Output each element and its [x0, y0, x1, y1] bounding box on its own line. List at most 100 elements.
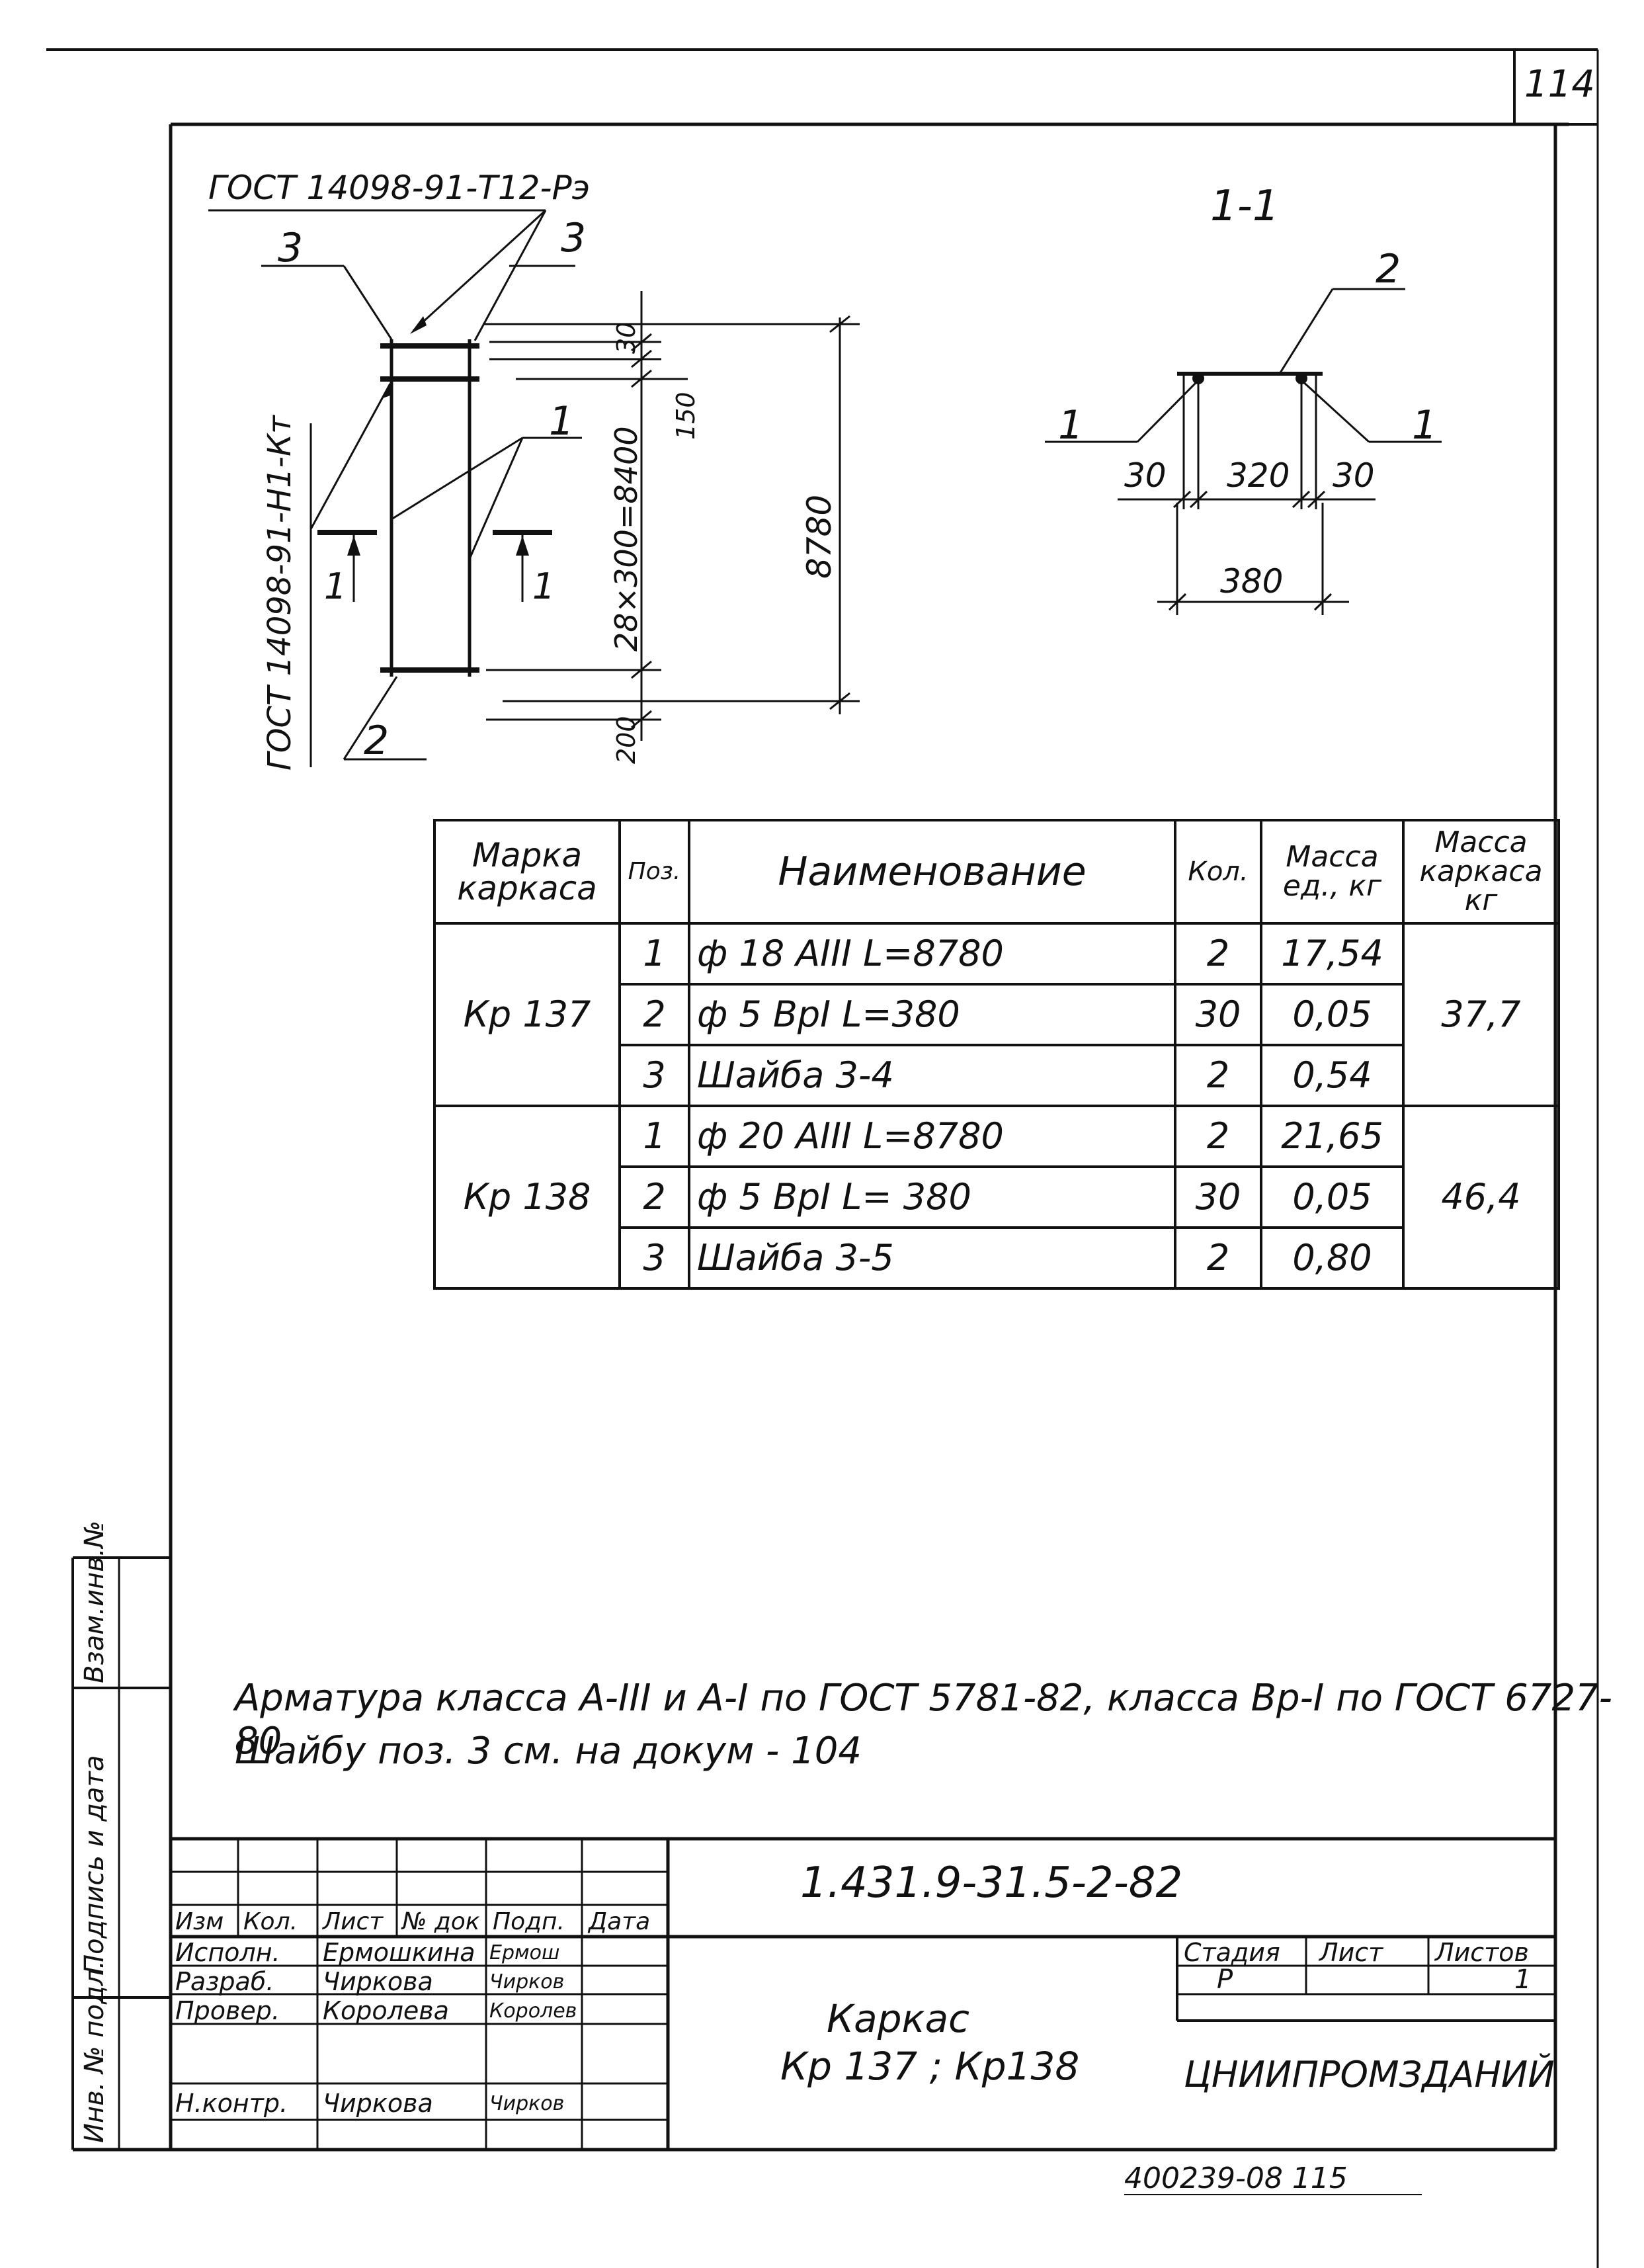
header-unit-mass: Масса ед., кг [1260, 819, 1405, 925]
dim-first-step: 150 [671, 392, 700, 440]
sign-ispoln: Ермош [489, 1941, 560, 1964]
name-cell: ф 5 ВрI L= 380 [688, 1165, 1176, 1229]
table-row: 2 ф 5 ВрI L=380 30 0,05 [434, 983, 1559, 1046]
role-prover: Провер. [175, 1996, 280, 2025]
frame-mark-138: Кр 138 [433, 1105, 621, 1290]
table-header-row: Марка каркаса Поз. Наименование Кол. Мас… [433, 819, 1560, 925]
frame-mass-137: 37,7 [1402, 922, 1560, 1107]
section-dim-right: 30 [1333, 456, 1375, 495]
qty-cell: 2 [1174, 922, 1262, 986]
margin-inv-orig-label: Инв. № подл. [79, 1960, 110, 2143]
sign-razrab: Чирков [489, 1970, 565, 1994]
unit-mass-cell: 0,05 [1260, 1165, 1405, 1229]
header-pos: Поз. [618, 819, 690, 925]
pos-cell: 3 [618, 1226, 690, 1290]
callout-3-right: 3 [561, 215, 587, 261]
page-number: 114 [1524, 63, 1595, 106]
section-callout-1-left: 1 [1058, 402, 1084, 448]
pos-cell: 2 [618, 1165, 690, 1229]
margin-replace-label: Взам.инв.№ [79, 1520, 110, 1683]
name-cell: Шайба 3-4 [688, 1044, 1176, 1107]
name-ispoln: Ермошкина [323, 1938, 475, 1967]
tb-col-list: Лист [323, 1908, 384, 1935]
table-row: Кр 137 1 ф 18 АIII L=8780 2 17,54 37,7 [433, 922, 1560, 1107]
section-dim-middle: 320 [1227, 456, 1290, 495]
section-1-1 [1045, 288, 1442, 615]
header-mark: Марка каркаса [433, 819, 621, 925]
section-dim-overall: 380 [1220, 562, 1284, 601]
qty-cell: 30 [1174, 1165, 1262, 1229]
name-nkontr: Чиркова [323, 2089, 433, 2118]
header-name: Наименование [688, 819, 1176, 925]
callout-1-elevation: 1 [549, 398, 575, 444]
tb-col-ndok: № док [402, 1908, 480, 1935]
bottom-stamp: 400239-08 115 [1124, 2162, 1348, 2195]
name-cell: ф 5 ВрI L=380 [688, 983, 1176, 1046]
qty-cell: 2 [1174, 1226, 1262, 1290]
doc-name-line-1: Каркас [827, 1996, 969, 2041]
table-row: 2 ф 5 ВрI L= 380 30 0,05 [434, 1165, 1559, 1229]
organization: ЦНИИПРОМЗДАНИЙ [1184, 2054, 1555, 2095]
specification-table: Марка каркаса Поз. Наименование Кол. Мас… [433, 819, 1560, 1290]
pos-cell: 1 [618, 922, 690, 986]
sheets-label: Листов [1435, 1938, 1529, 1967]
section-dim-left: 30 [1124, 456, 1167, 495]
sign-prover: Королев [489, 1999, 577, 2023]
qty-cell: 30 [1174, 983, 1262, 1046]
section-callout-2: 2 [1376, 246, 1401, 292]
callout-3-left: 3 [278, 225, 304, 271]
section-mark-right: 1 [532, 566, 555, 607]
margin-sign-date-label: Подпись и дата [79, 1755, 110, 1974]
dim-total: 8780 [800, 494, 839, 579]
table-row: 3 Шайба 3-4 2 0,54 [434, 1044, 1559, 1107]
qty-cell: 2 [1174, 1044, 1262, 1107]
unit-mass-cell: 0,54 [1260, 1044, 1405, 1107]
role-razrab: Разраб. [175, 1967, 274, 1996]
doc-name-line-2: Кр 137 ; Кр138 [780, 2044, 1080, 2089]
callout-2-elevation: 2 [364, 718, 390, 764]
section-callout-1-right: 1 [1412, 402, 1438, 448]
role-nkontr: Н.контр. [175, 2089, 288, 2118]
weld-note-side: ГОСТ 14098-91-Н1-Кт [261, 415, 298, 771]
unit-mass-cell: 17,54 [1260, 922, 1405, 986]
title-block-lines [171, 1837, 1555, 2150]
header-qty: Кол. [1174, 819, 1262, 925]
sheets-value: 1 [1514, 1964, 1532, 1995]
dim-spacing: 28×300=8400 [608, 426, 644, 652]
pos-cell: 1 [618, 1105, 690, 1168]
dim-bottom: 200 [612, 716, 641, 764]
stage-label: Стадия [1184, 1938, 1280, 1967]
tb-col-podp: Подп. [493, 1908, 565, 1935]
table-row: Кр 138 1 ф 20 АIII L=8780 2 21,65 46,4 [433, 1105, 1560, 1290]
frame-mass-138: 46,4 [1402, 1105, 1560, 1290]
name-cell: Шайба 3-5 [688, 1226, 1176, 1290]
cage-elevation [208, 209, 860, 767]
pos-cell: 3 [618, 1044, 690, 1107]
name-prover: Королева [323, 1996, 449, 2025]
note-line-2: Шайбу поз. 3 см. на докум - 104 [235, 1730, 862, 1773]
section-title: 1-1 [1210, 182, 1280, 231]
sheet-label: Лист [1319, 1938, 1383, 1967]
stage-value: Р [1217, 1964, 1233, 1995]
name-cell: ф 20 АIII L=8780 [688, 1105, 1176, 1168]
header-frame-mass: Масса каркаса кг [1402, 819, 1560, 925]
frame-mark-137: Кр 137 [433, 922, 621, 1107]
qty-cell: 2 [1174, 1105, 1262, 1168]
sign-nkontr: Чирков [489, 2092, 565, 2115]
weld-note-top: ГОСТ 14098-91-Т12-Рэ [208, 169, 591, 207]
table-row: 3 Шайба 3-5 2 0,80 [434, 1226, 1559, 1290]
name-razrab: Чиркова [323, 1967, 433, 1996]
section-mark-left: 1 [324, 566, 347, 607]
tb-col-kol: Кол. [243, 1908, 298, 1935]
pos-cell: 2 [618, 983, 690, 1046]
tb-col-izm: Изм [175, 1908, 224, 1935]
name-cell: ф 18 АIII L=8780 [688, 922, 1176, 986]
doc-code: 1.431.9-31.5-2-82 [800, 1859, 1183, 1908]
unit-mass-cell: 21,65 [1260, 1105, 1405, 1168]
role-ispoln: Исполн. [175, 1938, 280, 1967]
unit-mass-cell: 0,05 [1260, 983, 1405, 1046]
tb-col-data: Дата [589, 1908, 651, 1935]
unit-mass-cell: 0,80 [1260, 1226, 1405, 1290]
note-line-1: Арматура класса А-III и А-I по ГОСТ 5781… [235, 1677, 1612, 1763]
dim-top-gap: 30 [612, 321, 641, 354]
